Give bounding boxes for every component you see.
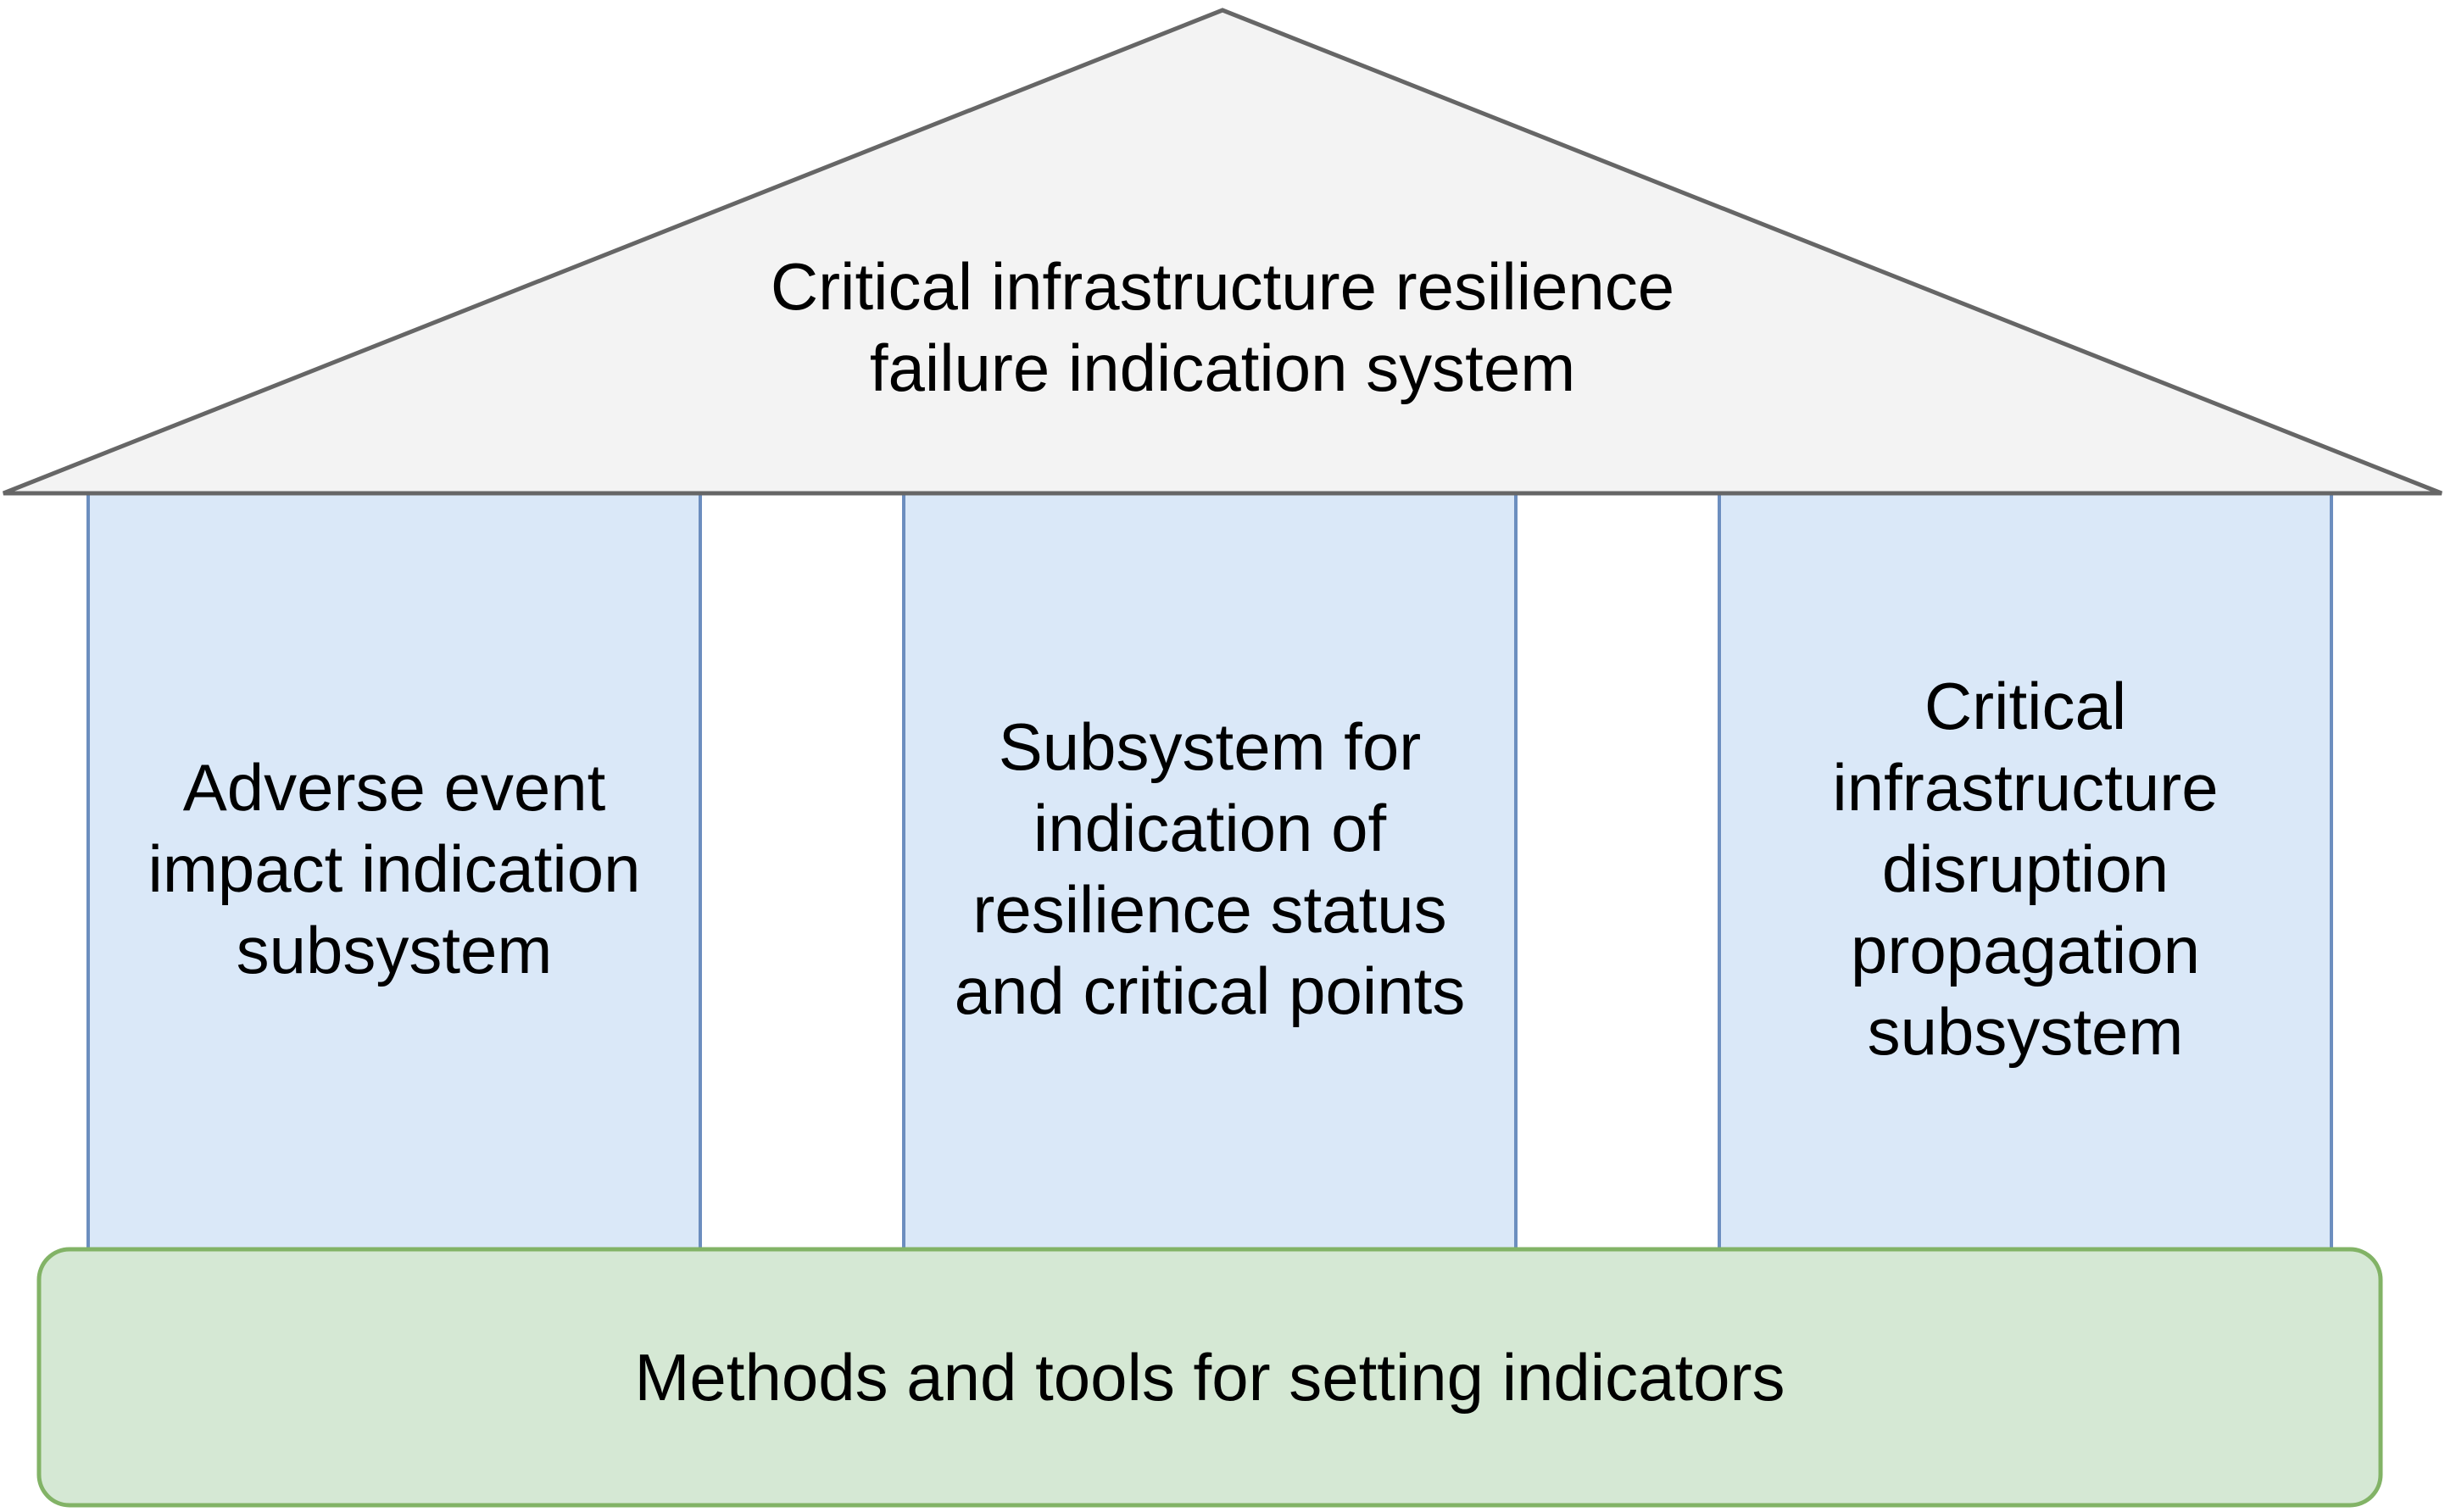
- roof-title: Critical infrastructure resilience failu…: [509, 246, 1936, 409]
- pillar-2-label: Subsystem for indication of resilience s…: [904, 492, 1516, 1246]
- pillar-1-line-3: subsystem: [236, 913, 553, 987]
- pillar-2-line-1: Subsystem for: [998, 709, 1422, 784]
- pillar-2-line-4: and critical points: [954, 953, 1466, 1028]
- roof-title-line-2: failure indication system: [869, 331, 1576, 405]
- roof-shape: [3, 8, 2442, 496]
- base-label: Methods and tools for setting indicators: [634, 1340, 1785, 1415]
- pillar-1-shape: [86, 490, 702, 1256]
- pillar-3-line-3: disruption: [1881, 831, 2169, 906]
- pillar-2-line-3: resilience status: [972, 872, 1447, 947]
- pillar-1-line-2: impact indication: [148, 831, 641, 906]
- pillar-3-line-4: propagation: [1850, 913, 2200, 987]
- roof-title-line-1: Critical infrastructure resilience: [770, 249, 1675, 324]
- pillar-1-label: Adverse event impact indication subsyste…: [88, 492, 700, 1246]
- pillar-2-line-2: indication of: [1033, 791, 1387, 865]
- base-shape: [36, 1247, 2383, 1508]
- pillar-1-line-1: Adverse event: [182, 750, 606, 825]
- pillar-3-line-5: subsystem: [1867, 994, 2184, 1069]
- pillar-3-line-2: infrastructure: [1832, 750, 2219, 825]
- pillar-3-line-1: Critical: [1924, 669, 2127, 743]
- pillar-3-label: Critical infrastructure disruption propa…: [1719, 492, 2331, 1246]
- pillar-2-shape: [902, 490, 1518, 1256]
